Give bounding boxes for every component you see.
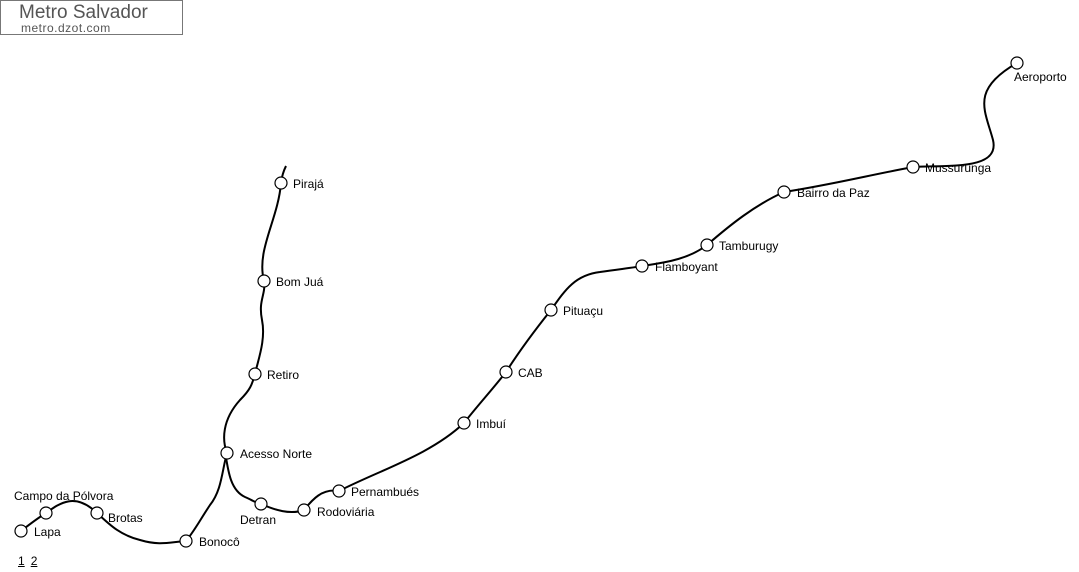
station-label[interactable]: Flamboyant [655,260,718,274]
station-marker[interactable] [777,185,791,199]
station-label[interactable]: Imbuí [476,417,507,431]
station-label[interactable]: Rodoviária [317,505,375,519]
station-marker[interactable] [179,534,193,548]
station-label[interactable]: Detran [240,513,276,527]
title-box: Metro Salvador metro.dzot.com [0,0,183,35]
map-title: Metro Salvador [19,2,148,23]
station-label[interactable]: Pirajá [293,177,324,191]
station-marker[interactable] [14,524,28,538]
metro-line-1 [20,165,287,545]
station-label[interactable]: Bom Juá [276,275,324,289]
station-label[interactable]: Bonocô [199,535,240,549]
page-link-1[interactable]: 1 [18,554,25,568]
station-marker[interactable] [457,416,471,430]
station-label[interactable]: Mussurunga [925,161,991,175]
station-label[interactable]: Aeroporto [1014,70,1067,84]
station-marker[interactable] [635,259,649,273]
station-marker[interactable] [1010,56,1024,70]
station-marker[interactable] [248,367,262,381]
station-label[interactable]: Retiro [267,368,299,382]
station-label[interactable]: Pernambués [351,485,419,499]
station-marker[interactable] [906,160,920,174]
station-label[interactable]: Tamburugy [719,239,778,253]
station-marker[interactable] [220,446,234,460]
station-marker[interactable] [499,365,513,379]
station-marker[interactable] [332,484,346,498]
station-label[interactable]: Acesso Norte [240,447,312,461]
station-label[interactable]: Brotas [108,511,143,525]
station-marker[interactable] [90,506,104,520]
station-marker[interactable] [254,497,268,511]
station-marker[interactable] [257,274,271,288]
metro-line-2 [224,62,1018,514]
site-url: metro.dzot.com [21,21,111,35]
station-marker[interactable] [39,506,53,520]
station-label[interactable]: Lapa [34,525,61,539]
station-label[interactable]: Pituaçu [563,304,603,318]
station-marker[interactable] [274,176,288,190]
station-marker[interactable] [700,238,714,252]
station-label[interactable]: Bairro da Paz [797,186,870,200]
page-link-2[interactable]: 2 [30,554,38,568]
station-marker[interactable] [544,303,558,317]
station-label[interactable]: CAB [518,366,543,380]
station-label[interactable]: Campo da Pólvora [14,489,114,503]
station-marker[interactable] [297,503,311,517]
